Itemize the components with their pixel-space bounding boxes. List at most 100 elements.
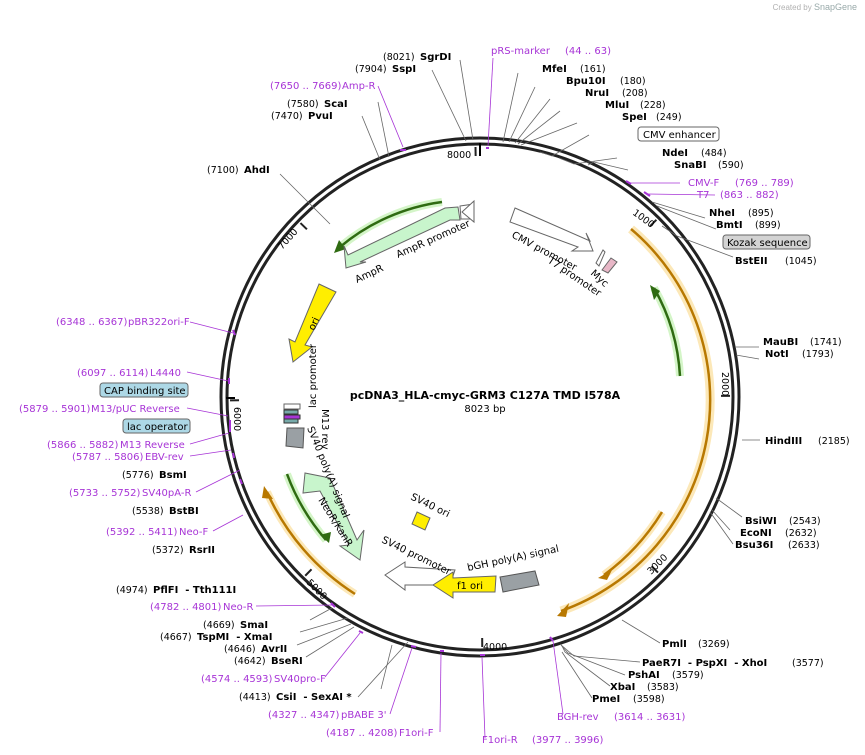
site-avrii-pos: (4646)	[224, 644, 256, 655]
site-bsmi-name: BsmI	[159, 470, 187, 481]
lac-operator-box	[122, 418, 191, 434]
tick-label-2000: 2000	[719, 372, 730, 396]
site-t7-pos: (863 .. 882)	[720, 190, 779, 201]
site-bseri-name: BseRI	[271, 656, 303, 667]
orf-arc-inner-right	[650, 286, 684, 377]
ring-markers	[228, 147, 651, 656]
feature-label-lac-promoter: lac promoter	[308, 343, 319, 408]
site-mfei-name: MfeI	[542, 64, 567, 75]
site-bsu36i-name: Bsu36I	[735, 540, 773, 551]
site-pshai-pos: (3579)	[672, 670, 704, 681]
myc-tag	[601, 257, 618, 274]
site-ndei-pos: (484)	[701, 148, 727, 159]
feature-label-ampr: AmpR	[354, 263, 386, 286]
site-ebv-rev-pos: (5787 .. 5806)	[72, 452, 144, 463]
site-csii-pos: (4413)	[239, 692, 271, 703]
site-smai-name: SmaI	[240, 620, 268, 631]
site-pmei-name: PmeI	[592, 694, 620, 705]
sv40-ori-block	[411, 511, 431, 531]
site-sv40pro-f-pos: (4574 .. 4593)	[201, 674, 273, 685]
plasmid-name: pcDNA3_HLA-cmyc-GRM3 C127A TMD I578A	[350, 389, 621, 402]
site-neo-f-name: Neo-F	[179, 527, 209, 538]
orf-arc-inner-right-core	[652, 287, 682, 377]
site-nhei-pos: (895)	[748, 208, 774, 219]
site-maubi-name: MauBI	[763, 337, 798, 348]
site-xhoi-name: PaeR7I - PspXI - XhoI	[642, 658, 767, 669]
neor-kanr-arrow	[302, 472, 365, 561]
site-l4440-pos: (6097 .. 6114)	[77, 368, 149, 379]
site-cmv-enhancer-name: CMV enhancer	[643, 130, 717, 141]
site-bstbi-name: BstBI	[169, 506, 199, 517]
site-pbr322ori-f-pos: (6348 .. 6367)	[56, 317, 128, 328]
site-sv40pro-f-name: SV40pro-F	[274, 674, 326, 685]
leader-lines	[279, 59, 760, 699]
site-cap-name: CAP binding site	[104, 386, 186, 397]
orf-arrow-left	[262, 486, 273, 499]
site-csii-name: CsiI - SexAI *	[276, 692, 352, 703]
site-snabi-pos: (590)	[718, 160, 744, 171]
tick-mark-3000	[650, 565, 659, 574]
ampr-arrow	[343, 206, 461, 269]
feature-label-f1-ori: f1 ori	[457, 581, 483, 592]
site-prs-marker-pos: (44 .. 63)	[565, 46, 611, 57]
site-xbai-pos: (3583)	[647, 682, 679, 693]
site-pvui-pos: (7470)	[271, 111, 303, 122]
site-pvui-name: PvuI	[308, 111, 333, 122]
ring-black-markers	[226, 143, 481, 399]
feature-label-m13-rev: M13 rev	[319, 409, 330, 450]
tick-marks	[230, 147, 731, 647]
site-ndei-name: NdeI	[662, 148, 688, 159]
site-smai-pos: (4669)	[203, 620, 235, 631]
site-bsiwi-name: BsiWI	[745, 516, 777, 527]
site-bgh-rev-pos: (3614 .. 3631)	[614, 712, 686, 723]
site-ahdi-pos: (7100)	[207, 165, 239, 176]
site-bseri-pos: (4642)	[234, 656, 266, 667]
orf-arc-lower-right-core	[603, 511, 664, 577]
site-bmti-name: BmtI	[716, 220, 743, 231]
site-sv40pa-r-pos: (5733 .. 5752)	[69, 488, 141, 499]
right-site-labels: pRS-marker (44 .. 63) MfeI (161) Bpu10I …	[482, 46, 850, 746]
orf-arrow-inner-right	[650, 285, 660, 300]
site-bpu10i-pos: (180)	[620, 76, 646, 87]
site-scai-name: ScaI	[324, 99, 348, 110]
primer-leader-lines	[186, 57, 716, 739]
plasmid-size: 8023 bp	[464, 404, 505, 415]
tick-mark-5000	[304, 568, 313, 577]
site-pbr322ori-f-name: pBR322ori-F	[128, 317, 190, 328]
site-pshai-name: PshAI	[628, 670, 660, 681]
site-f1ori-f-name: F1ori-F	[399, 728, 434, 739]
site-bsmi-pos: (5776)	[122, 470, 154, 481]
site-f1ori-r-name: F1ori-R	[482, 735, 518, 746]
site-bgh-rev-name: BGH-rev	[557, 712, 599, 723]
site-prs-marker-name: pRS-marker	[491, 46, 551, 57]
site-ahdi-name: AhdI	[244, 165, 270, 176]
orf-arrow-top-left	[334, 240, 346, 253]
snapgene-credit: Created by SnapGene	[773, 2, 857, 12]
site-sspi-pos: (7904)	[355, 64, 387, 75]
site-hindiii-pos: (2185)	[818, 436, 850, 447]
site-f1ori-f-pos: (4187 .. 4208)	[326, 728, 398, 739]
site-xmai-pos: (4667)	[160, 632, 192, 643]
site-noti-name: NotI	[765, 349, 789, 360]
site-pmli-pos: (3269)	[698, 639, 730, 650]
site-m13puc-pos: (5879 .. 5901)	[19, 404, 91, 415]
feature-label-bgh-polya: bGH poly(A) signal	[466, 544, 560, 574]
bgh-polya-block	[499, 570, 540, 593]
m13-rev-block	[283, 414, 301, 420]
tick-mark-7000	[299, 222, 308, 231]
site-lac-operator-name: lac operator	[127, 422, 188, 433]
site-econi-name: EcoNI	[740, 528, 772, 539]
lac-operator-block	[283, 418, 299, 424]
site-avrii-name: AvrII	[261, 644, 287, 655]
site-f1ori-r-pos: (3977 .. 3996)	[532, 735, 604, 746]
site-amp-r-pos: (7650 .. 7669)	[270, 81, 342, 92]
site-neo-r-pos: (4782 .. 4801)	[150, 602, 222, 613]
site-rsrii-pos: (5372)	[152, 545, 184, 556]
site-bmti-pos: (899)	[755, 220, 781, 231]
site-pmei-pos: (3598)	[633, 694, 665, 705]
site-m13puc-name: M13/pUC Reverse	[91, 404, 180, 415]
site-pmli-name: PmlI	[662, 639, 687, 650]
site-xhoi-pos: (3577)	[792, 658, 824, 669]
sv40-polya-block	[285, 427, 305, 449]
site-econi-pos: (2632)	[785, 528, 817, 539]
